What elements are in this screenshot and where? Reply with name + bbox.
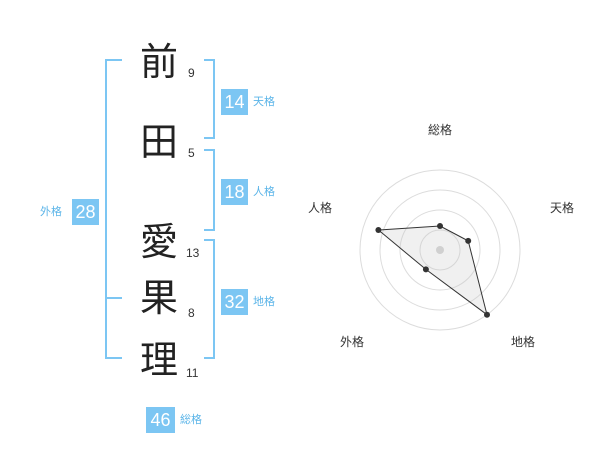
gaikaku-bracket bbox=[105, 59, 122, 359]
gaikaku-label: 外格 bbox=[40, 205, 62, 218]
radar-ring bbox=[399, 209, 481, 291]
radar-polygon bbox=[377, 225, 488, 316]
chikaku-value: 32 bbox=[221, 289, 248, 315]
given-char-1: 愛 bbox=[139, 220, 178, 264]
radar-axis-label-jinkaku: 人格 bbox=[308, 200, 332, 215]
jinkaku-label: 人格 bbox=[253, 185, 275, 198]
given-strokes-1: 13 bbox=[186, 246, 200, 260]
radar-axis-label-gaikaku: 外格 bbox=[340, 334, 364, 349]
given-char-2: 果 bbox=[139, 276, 178, 320]
surname-char-2: 田 bbox=[139, 120, 178, 164]
radar-point bbox=[375, 227, 382, 233]
radar-ring bbox=[359, 169, 521, 331]
radar-center-marker bbox=[436, 246, 444, 254]
radar-point bbox=[437, 223, 443, 229]
given-strokes-3: 11 bbox=[186, 366, 199, 380]
radar-axis-label-tenkaku: 天格 bbox=[550, 200, 574, 215]
tenkaku-value: 14 bbox=[221, 89, 248, 115]
radar-point bbox=[422, 266, 429, 273]
radar-axis-label-soukaku: 総格 bbox=[428, 122, 452, 137]
chikaku-label: 地格 bbox=[253, 295, 275, 308]
jinkaku-value: 18 bbox=[221, 179, 248, 205]
radar-ring bbox=[379, 189, 501, 311]
radar-ring bbox=[419, 229, 461, 271]
given-char-3: 理 bbox=[139, 338, 178, 382]
soukaku-label: 総格 bbox=[180, 413, 202, 426]
jinkaku-bracket bbox=[204, 149, 215, 231]
soukaku-value: 46 bbox=[146, 407, 175, 433]
given-strokes-2: 8 bbox=[188, 306, 195, 320]
chikaku-bracket bbox=[204, 239, 215, 359]
tenkaku-label: 天格 bbox=[253, 95, 275, 108]
surname-char-1: 前 bbox=[139, 40, 178, 84]
surname-strokes-2: 5 bbox=[188, 146, 195, 160]
radar-point bbox=[465, 237, 472, 244]
surname-strokes-1: 9 bbox=[188, 66, 195, 80]
tenkaku-bracket bbox=[204, 59, 215, 139]
radar-point bbox=[484, 311, 490, 318]
gaikaku-value: 28 bbox=[72, 199, 99, 225]
radar-axis-label-chikaku: 地格 bbox=[511, 334, 535, 349]
